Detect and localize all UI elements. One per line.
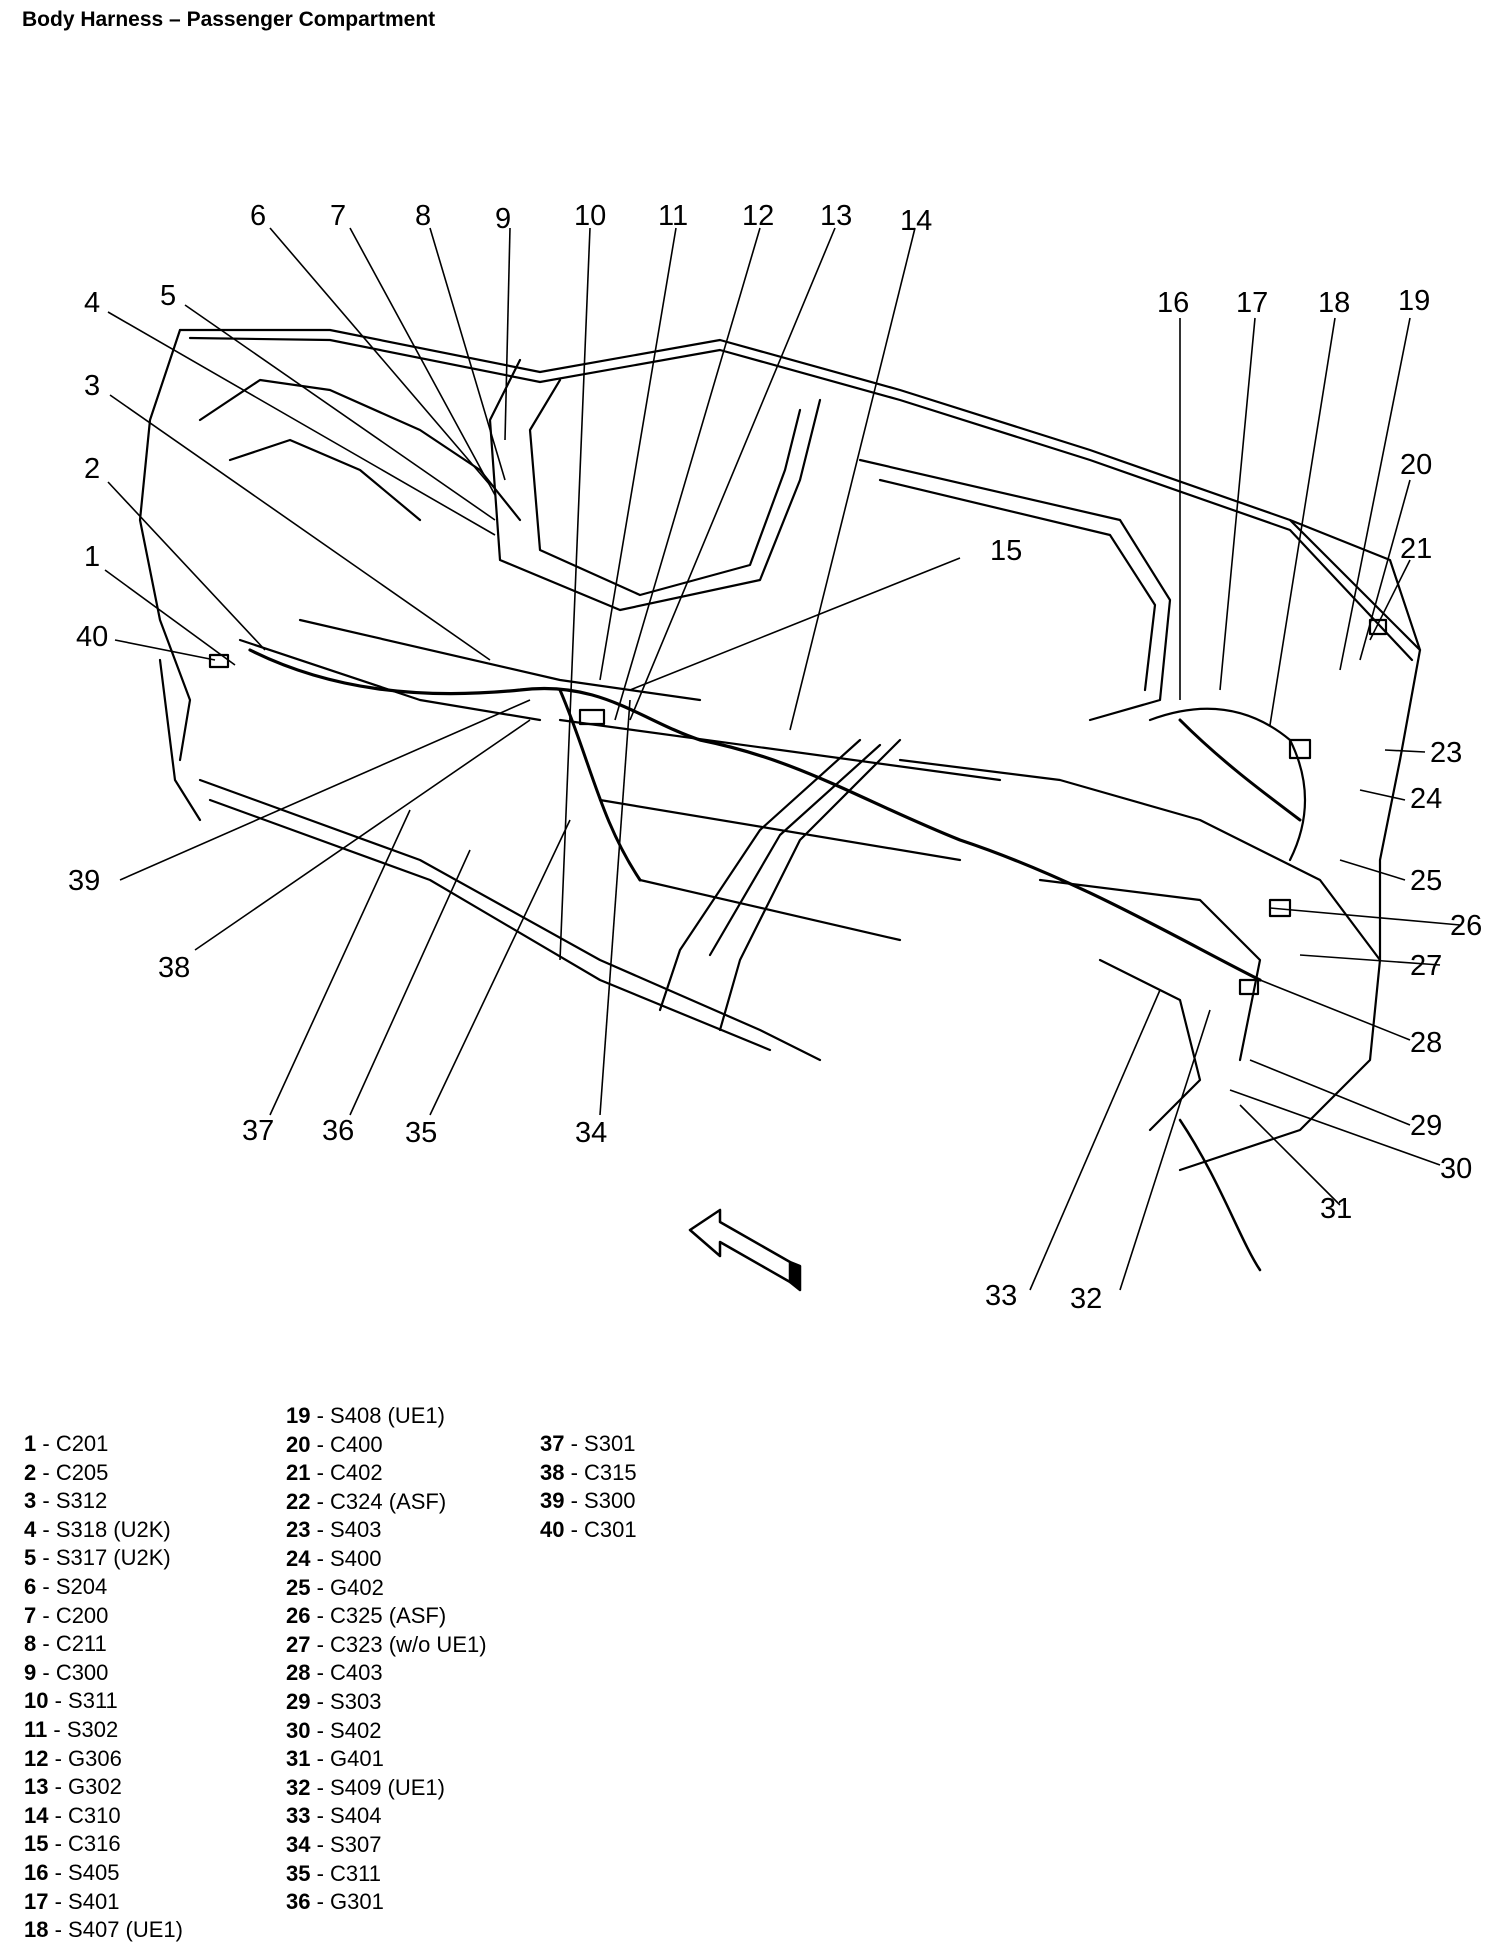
legend-column-2: 19 - S408 (UE1) 20 - C400 21 - C402 22 -… — [286, 1402, 487, 1917]
callout-number: 28 — [1410, 1027, 1442, 1059]
legend-row: 39 - S300 — [540, 1488, 636, 1514]
legend-row: 10 - S311 — [24, 1688, 118, 1714]
callout-number: 12 — [742, 200, 774, 232]
callout-number: 31 — [1320, 1193, 1352, 1225]
callout-number: 14 — [900, 205, 932, 237]
callout-number: 9 — [495, 203, 511, 235]
callout-number: 30 — [1440, 1153, 1472, 1185]
legend-row: 21 - C402 — [286, 1460, 383, 1486]
callout-number: 19 — [1398, 285, 1430, 317]
callout-number: 3 — [84, 370, 100, 402]
callout-labels: 1 2 3 4 5 6 7 8 9 10 11 12 13 14 15 16 1… — [68, 200, 1482, 1315]
legend-row: 23 - S403 — [286, 1517, 382, 1543]
legend-row: 20 - C400 — [286, 1431, 383, 1457]
callout-number: 38 — [158, 952, 190, 984]
callout-number: 11 — [658, 200, 688, 232]
legend-row: 25 - G402 — [286, 1574, 384, 1600]
callout-number: 23 — [1430, 737, 1462, 769]
legend-row: 3 - S312 — [24, 1488, 108, 1514]
legend-row: 12 - G306 — [24, 1745, 122, 1771]
callout-number: 2 — [84, 453, 100, 485]
legend-row: 28 - C403 — [286, 1660, 383, 1686]
callout-number: 1 — [84, 541, 100, 573]
legend-row: 9 - C300 — [24, 1659, 109, 1685]
callout-number: 40 — [76, 621, 108, 653]
legend-row: 27 - C323 (w/o UE1) — [286, 1631, 487, 1657]
callout-number: 34 — [575, 1117, 607, 1149]
legend-row: 14 - C310 — [24, 1802, 121, 1828]
legend-row: 6 - S204 — [24, 1573, 108, 1599]
legend-row: 8 - C211 — [24, 1631, 107, 1657]
legend-row: 29 - S303 — [286, 1688, 382, 1714]
callout-number: 6 — [250, 200, 266, 232]
callout-number: 16 — [1157, 287, 1189, 319]
legend-row: 26 - C325 (ASF) — [286, 1603, 447, 1629]
legend-row: 30 - S402 — [286, 1717, 382, 1743]
legend-row: 16 - S405 — [24, 1859, 120, 1885]
callout-number: 27 — [1410, 950, 1442, 982]
legend-row: 36 - G301 — [286, 1889, 384, 1915]
legend-row: 33 - S404 — [286, 1803, 382, 1829]
callout-number: 29 — [1410, 1110, 1442, 1142]
callout-number: 25 — [1410, 865, 1442, 897]
callout-number: 18 — [1318, 287, 1350, 319]
legend-row: 2 - C205 — [24, 1459, 109, 1485]
legend-row: 13 - G302 — [24, 1774, 122, 1800]
callout-number: 4 — [84, 287, 100, 319]
callout-number: 10 — [574, 200, 606, 232]
legend-row: 7 - C200 — [24, 1602, 109, 1628]
callout-number: 36 — [322, 1115, 354, 1147]
legend-row: 34 - S307 — [286, 1831, 382, 1857]
legend-row: 5 - S317 (U2K) — [24, 1545, 171, 1571]
forward-arrow-icon — [688, 1208, 802, 1292]
legend-row: 15 - C316 — [24, 1831, 121, 1857]
legend-column-3: 37 - S301 38 - C315 39 - S300 40 - C301 — [540, 1430, 637, 1544]
callout-number: 37 — [242, 1115, 274, 1147]
legend-row: 1 - C201 — [24, 1431, 109, 1456]
callout-number: 35 — [405, 1117, 437, 1149]
legend-row: 18 - S407 (UE1) — [24, 1917, 183, 1943]
callout-leaders — [104, 227, 1461, 1291]
callout-number: 24 — [1410, 783, 1442, 815]
harness-diagram: 1 2 3 4 5 6 7 8 9 10 11 12 13 14 15 16 1… — [68, 200, 1482, 1315]
legend-row: 37 - S301 — [540, 1431, 636, 1456]
legend-row: 22 - C324 (ASF) — [286, 1488, 447, 1514]
legend-row: 24 - S400 — [286, 1545, 382, 1571]
callout-number: 26 — [1450, 910, 1482, 942]
legend-row: 19 - S408 (UE1) — [286, 1403, 445, 1428]
legend-row: 31 - G401 — [286, 1746, 384, 1772]
callout-number: 17 — [1236, 287, 1268, 319]
callout-number: 15 — [990, 535, 1022, 567]
legend-row: 35 - C311 — [286, 1860, 382, 1886]
legend-column-1: 1 - C201 2 - C205 3 - S312 4 - S318 (U2K… — [24, 1430, 183, 1945]
callout-number: 39 — [68, 865, 100, 897]
legend-row: 32 - S409 (UE1) — [286, 1774, 445, 1800]
callout-number: 5 — [160, 280, 176, 312]
callout-number: 8 — [415, 200, 431, 232]
callout-number: 21 — [1400, 533, 1432, 565]
callout-number: 32 — [1070, 1283, 1102, 1315]
callout-number: 13 — [820, 200, 852, 232]
legend-row: 11 - S302 — [24, 1716, 119, 1742]
callout-number: 20 — [1400, 449, 1432, 481]
legend-row: 17 - S401 — [24, 1888, 120, 1914]
diagram-title: Body Harness – Passenger Compartment — [22, 8, 436, 31]
legend-row: 40 - C301 — [540, 1516, 637, 1542]
legend-row: 4 - S318 (U2K) — [24, 1516, 171, 1542]
callout-number: 7 — [330, 200, 346, 232]
callout-number: 33 — [985, 1280, 1017, 1312]
legend-row: 38 - C315 — [540, 1459, 637, 1485]
